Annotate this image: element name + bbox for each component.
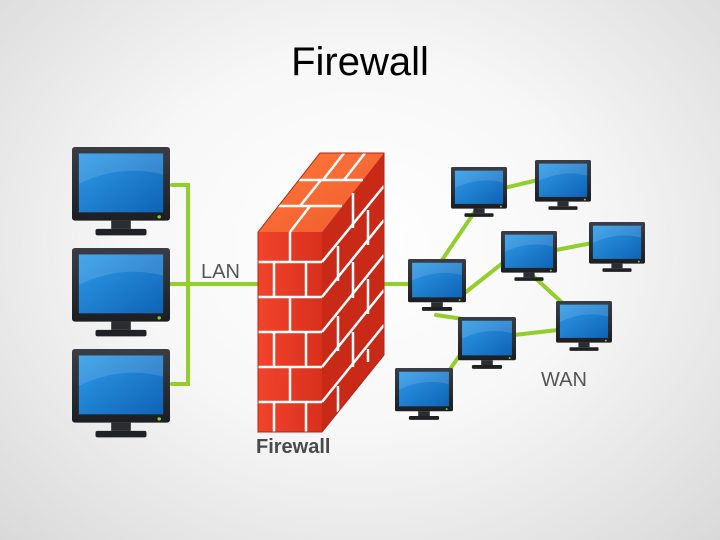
desktop-monitor-icon (556, 301, 612, 351)
lan-link-3 (170, 282, 190, 386)
wan-link-d (464, 260, 506, 294)
desktop-monitor-icon (72, 248, 170, 337)
lan-label: LAN (201, 261, 240, 283)
wan-computers (395, 160, 645, 420)
wan-link-c (554, 241, 594, 252)
desktop-monitor-icon (408, 259, 466, 311)
desktop-monitor-icon (72, 349, 170, 438)
desktop-monitor-icon (589, 222, 645, 272)
desktop-monitor-icon (395, 368, 453, 420)
desktop-monitor-icon (72, 147, 170, 236)
slide-title: Firewall (291, 40, 429, 84)
brick-firewall-icon (257, 152, 385, 433)
wan-label: WAN (541, 369, 587, 391)
firewall-label: Firewall (256, 436, 330, 458)
wan-link-f (512, 328, 560, 337)
desktop-monitor-icon (451, 167, 507, 217)
desktop-monitor-icon (501, 231, 557, 281)
desktop-monitor-icon (535, 160, 591, 210)
lan-link-1 (170, 183, 190, 286)
desktop-monitor-icon (458, 317, 516, 369)
wan-link-b (502, 178, 540, 190)
lan-computers (72, 147, 170, 438)
